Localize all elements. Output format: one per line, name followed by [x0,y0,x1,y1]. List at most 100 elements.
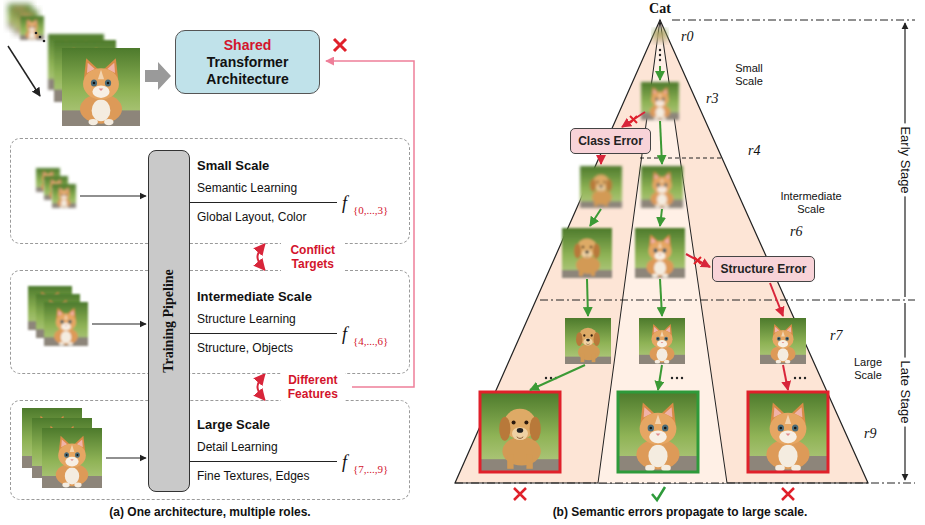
caption: (a) One architecture, multiple roles. [10,505,410,520]
ellipsis-dot [550,377,552,379]
feature-index: {4,...,6} [353,335,388,348]
scale-index: r7 [830,328,842,343]
label-holder: (a) One architecture, multiple roles. [10,505,410,520]
edge-label: Different Features [281,373,345,401]
green-arrow [660,279,662,316]
wrong-frame [748,392,828,472]
green-arrow [660,121,662,164]
label-holder: r3 [706,91,718,106]
scale-pyramid [455,20,915,483]
label-holder: r6 [790,224,802,239]
kitten-image [760,318,806,364]
edge-label-holder: Different Features [281,373,345,401]
label-holder: Large Scale [846,356,890,382]
ellipsis-dot [799,377,801,379]
pyramid-outline [455,20,868,483]
pyramid-center [598,20,727,483]
dog-image [565,318,611,364]
error-box: Structure Error [712,256,815,282]
cross-mark [694,257,701,264]
ellipsis-dot [39,36,42,39]
feature-list: Global Layout, Color [197,210,337,225]
scale-index: r0 [681,29,693,44]
ellipsis-dot [659,49,661,51]
label-holder: (b) Semantic errors propagate to large s… [470,505,890,520]
class-label: Cat [630,1,690,17]
kitten-image [62,48,140,126]
box-title: Transformer Architecture [176,54,319,88]
ellipsis-dot [43,40,46,43]
feature-index: {7,...,9} [353,463,388,476]
green-arrow [587,279,588,316]
edge-label-holder: Conflict Targets [281,243,345,271]
ellipsis-dot [659,54,661,56]
pipeline-label: Training Pipeline [161,269,177,373]
input-line [92,323,146,324]
label-holder: Small Scale [728,62,770,88]
ellipsis-dot [35,32,38,35]
architecture-box: SharedTransformer Architecture [175,30,320,94]
wrong-frame [480,392,560,472]
kitten-image [641,82,679,120]
ellipsis-dot [681,377,683,379]
kitten-image [618,392,698,472]
label-holder: r4 [748,143,760,158]
dog-image [562,228,612,278]
feature-symbol: f [342,452,347,472]
label-holder: Intermediate Scale [770,190,852,216]
scale-index: r9 [864,426,876,441]
kitten-image [639,318,685,364]
label-holder: r7 [830,328,842,343]
progress-arrow [8,46,40,96]
label-holder: Early Stage [898,123,913,196]
edge-arrow [257,374,264,400]
feature-index: {0,...,3} [353,204,388,217]
label-holder: Cat [630,1,690,17]
ellipsis-dot [671,377,673,379]
kitten-image [748,392,828,472]
right-frame [618,392,698,472]
kitten-image [641,166,683,208]
dog-image [480,392,560,472]
stage-label: Late Stage [898,358,913,427]
pipeline-box: Training Pipeline [148,150,190,492]
cross-mark [514,488,526,500]
stage-divider [455,20,915,483]
scale-name: Intermediate Scale [770,190,852,216]
feature-list: Structure, Objects [197,341,337,356]
learning-goal: Semantic Learning [197,181,337,196]
kitten-image [654,30,666,42]
label-holder: r0 [681,29,693,44]
label-holder: Late Stage [898,358,913,427]
kitten-image [44,302,88,346]
ellipsis-dot [804,377,806,379]
kitten-image [635,228,685,278]
red-arrow [770,283,783,316]
learning-goal: Detail Learning [197,440,337,455]
generation-images [480,30,828,472]
green-arrow [660,209,662,226]
scale-title: Small Scale [197,158,409,174]
red-arrow [686,254,710,267]
error-label: Structure Error [720,262,806,276]
check-mark [652,487,665,500]
input-line [106,457,146,458]
small-scale-stack [36,168,146,208]
error-label: Class Error [578,134,643,148]
scale-panel: Small ScaleSemantic LearningGlobal Layou… [10,138,410,244]
scale-title: Large Scale [197,417,409,433]
guide-line [171,461,337,462]
input-line [80,195,146,196]
edge-arrow [257,244,264,270]
green-arrow [530,365,585,390]
feature-list: Fine Textures, Edges [197,469,337,484]
feedback-line [326,61,414,387]
scale-name: Small Scale [728,62,770,88]
stage-label: Early Stage [898,123,913,196]
ellipsis-dot [545,377,547,379]
kitten-image [20,16,44,40]
scale-index: r3 [706,91,718,106]
feature-symbol: f [342,193,347,213]
kitten-image [42,428,102,488]
scale-panel: Intermediate ScaleStructure LearningStru… [10,270,410,374]
